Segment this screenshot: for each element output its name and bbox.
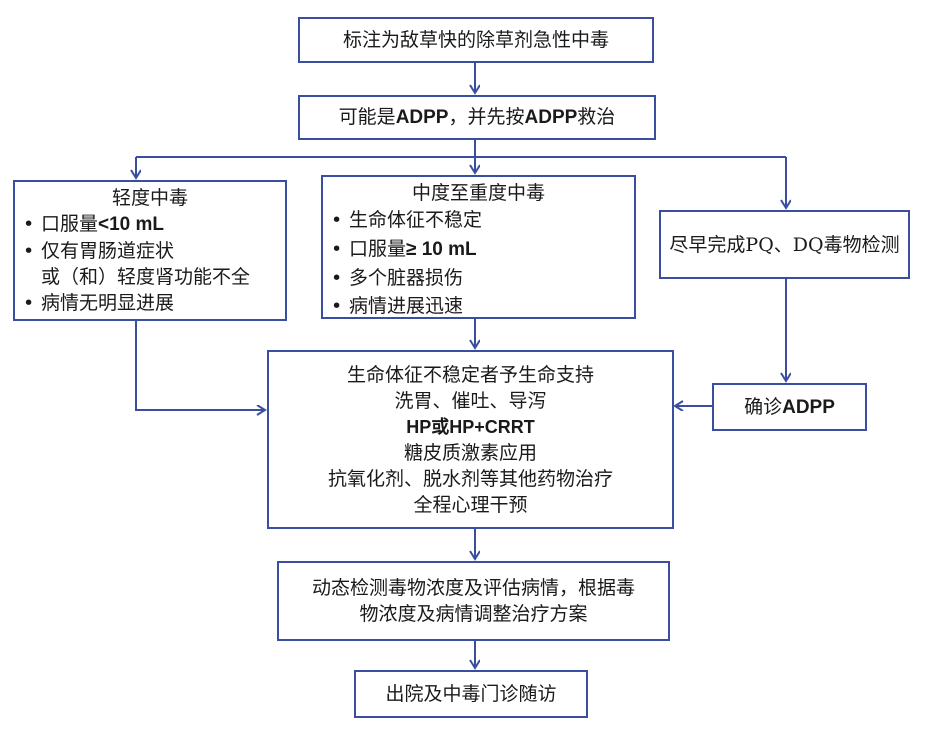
bullet: • bbox=[331, 238, 343, 260]
item-text: 口服量 bbox=[41, 213, 99, 235]
list-item: • 仅有胃肠道症状或（和）轻度肾功能不全 bbox=[21, 238, 279, 290]
node-discharge-text: 出院及中毒门诊随访 bbox=[385, 683, 557, 705]
text-segment-bold: ADPP bbox=[782, 396, 835, 418]
text-segment-bold: ADPP bbox=[395, 107, 449, 128]
monitor-line: 物浓度及病情调整治疗方案 bbox=[359, 603, 588, 625]
treatment-line: 抗氧化剂、脱水剂等其他药物治疗 bbox=[327, 467, 613, 490]
node-possible-adpp: 可能是ADPP，并先按ADPP救治 bbox=[298, 95, 656, 140]
node-discharge: 出院及中毒门诊随访 bbox=[354, 670, 588, 718]
list-item: • 病情进展迅速 bbox=[329, 292, 628, 320]
monitor-line: 动态检测毒物浓度及评估病情，根据毒 bbox=[311, 577, 635, 599]
text-segment: ，并先按 bbox=[448, 106, 525, 128]
bullet: • bbox=[23, 292, 35, 314]
item-continuation: 或（和）轻度肾功能不全 bbox=[41, 266, 251, 288]
treatment-line: 洗胃、催吐、导泻 bbox=[394, 389, 547, 412]
treatment-line: 生命体征不稳定者予生命支持 bbox=[346, 363, 594, 386]
list-item: • 病情无明显进展 bbox=[21, 290, 279, 316]
node-mild-title: 轻度中毒 bbox=[111, 187, 188, 209]
node-mild: 轻度中毒 • 口服量<10 mL • 仅有胃肠道症状或（和）轻度肾功能不全 • 病情无… bbox=[13, 180, 287, 321]
node-test-text: 尽早完成PQ、DQ毒物检测 bbox=[669, 233, 900, 256]
node-treatment: 生命体征不稳定者予生命支持 洗胃、催吐、导泻 HP或HP+CRRT 糖皮质激素应… bbox=[267, 350, 674, 529]
item-text: 多个脏器损伤 bbox=[349, 267, 464, 289]
node-severe-title: 中度至重度中毒 bbox=[411, 182, 545, 204]
treatment-line: 糖皮质激素应用 bbox=[403, 441, 537, 464]
list-item: • 口服量≥ 10 mL bbox=[329, 235, 628, 264]
node-start: 标注为敌草快的除草剂急性中毒 bbox=[298, 17, 654, 63]
bullet: • bbox=[331, 295, 343, 317]
item-text: 仅有胃肠道症状 bbox=[41, 240, 175, 262]
node-confirm: 确诊ADPP bbox=[712, 383, 867, 431]
list-item: • 口服量<10 mL bbox=[21, 211, 279, 238]
bullet: • bbox=[331, 267, 343, 289]
bullet: • bbox=[23, 213, 35, 235]
item-text-bold: <10 mL bbox=[98, 214, 165, 235]
node-confirm-text: 确诊ADPP bbox=[744, 394, 835, 421]
node-severe-list: • 生命体征不稳定 • 口服量≥ 10 mL • 多个脏器损伤 • 病情进展迅速 bbox=[329, 206, 628, 320]
arrow-mild-to-treatment bbox=[135, 320, 265, 410]
bullet: • bbox=[331, 209, 343, 231]
item-text: 口服量 bbox=[349, 238, 407, 260]
item-text: 病情无明显进展 bbox=[41, 292, 175, 314]
treatment-line: 全程心理干预 bbox=[413, 493, 528, 516]
item-text: 生命体征不稳定 bbox=[349, 209, 483, 231]
node-start-text: 标注为敌草快的除草剂急性中毒 bbox=[342, 29, 609, 51]
treatment-line: HP或HP+CRRT bbox=[406, 416, 535, 437]
bullet: • bbox=[23, 240, 35, 262]
list-item: • 生命体征不稳定 bbox=[329, 206, 628, 235]
text-segment: 救治 bbox=[577, 106, 616, 128]
text-segment: 可能是 bbox=[338, 106, 396, 128]
node-test: 尽早完成PQ、DQ毒物检测 bbox=[659, 210, 910, 279]
node-severe: 中度至重度中毒 • 生命体征不稳定 • 口服量≥ 10 mL • 多个脏器损伤 • 病情… bbox=[321, 175, 636, 319]
item-text: 病情进展迅速 bbox=[349, 295, 464, 317]
text-segment-bold: ADPP bbox=[524, 107, 578, 128]
text-segment: 确诊 bbox=[744, 395, 783, 418]
item-text-bold: ≥ 10 mL bbox=[406, 239, 477, 260]
node-mild-list: • 口服量<10 mL • 仅有胃肠道症状或（和）轻度肾功能不全 • 病情无明显进展 bbox=[21, 211, 279, 316]
node-monitor: 动态检测毒物浓度及评估病情，根据毒 物浓度及病情调整治疗方案 bbox=[277, 561, 670, 641]
node-possible-text: 可能是ADPP，并先按ADPP救治 bbox=[339, 104, 616, 131]
list-item: • 多个脏器损伤 bbox=[329, 264, 628, 292]
